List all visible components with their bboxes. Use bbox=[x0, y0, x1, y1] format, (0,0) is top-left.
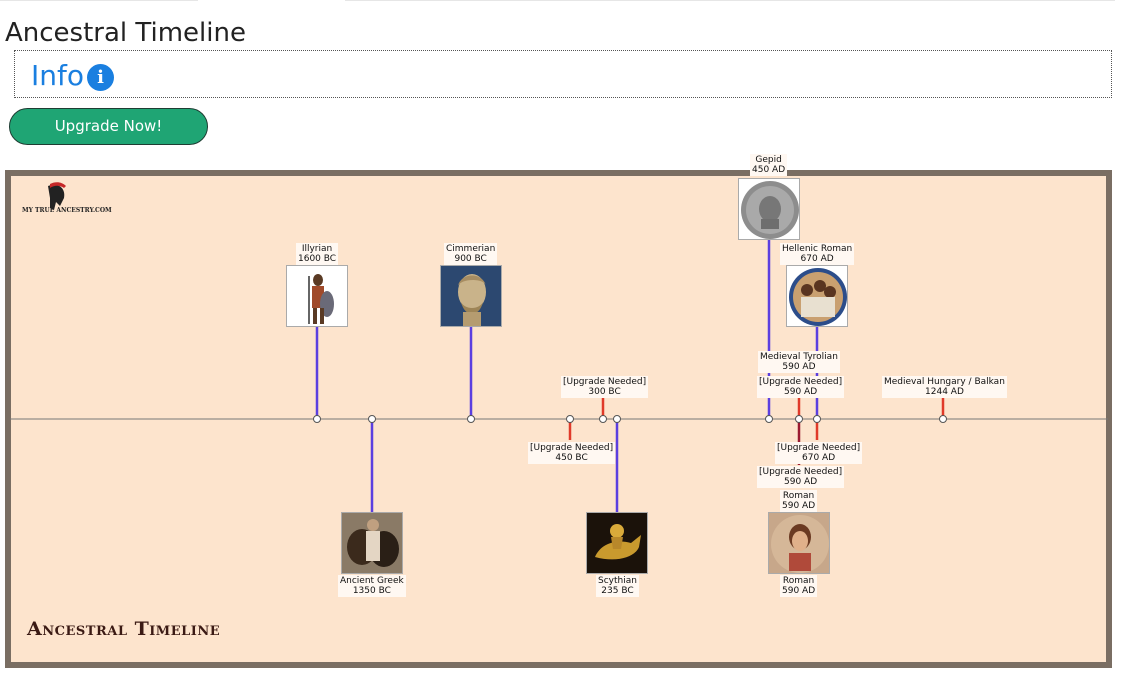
gepid-coin-image[interactable] bbox=[738, 178, 800, 240]
brand-footer: Ancestral Timeline bbox=[27, 618, 220, 640]
event-label-upgrade-590ad-above[interactable]: [Upgrade Needed]590 AD bbox=[757, 376, 844, 398]
node-670ad bbox=[814, 416, 821, 423]
cimmerian-image[interactable] bbox=[440, 265, 502, 327]
node-590ad bbox=[796, 416, 803, 423]
illyrian-image[interactable] bbox=[286, 265, 348, 327]
scythian-image[interactable] bbox=[586, 512, 648, 574]
ancient-greek-image[interactable] bbox=[341, 512, 403, 574]
event-label-upgrade-590ad-below[interactable]: [Upgrade Needed]590 AD bbox=[757, 466, 844, 488]
node-upgrade-300bc bbox=[600, 416, 607, 423]
event-label-upgrade-670ad[interactable]: [Upgrade Needed]670 AD bbox=[775, 442, 862, 464]
node-medieval-hungary bbox=[940, 416, 947, 423]
node-ancient-greek bbox=[369, 416, 376, 423]
node-upgrade-450bc bbox=[567, 416, 574, 423]
event-label-upgrade-300bc[interactable]: [Upgrade Needed]300 BC bbox=[561, 376, 648, 398]
event-label-upgrade-450bc[interactable]: [Upgrade Needed]450 BC bbox=[528, 442, 615, 464]
node-cimmerian bbox=[468, 416, 475, 423]
node-scythian bbox=[614, 416, 621, 423]
node-gepid bbox=[766, 416, 773, 423]
hellenic-roman-image[interactable] bbox=[786, 265, 848, 327]
node-illyrian bbox=[314, 416, 321, 423]
roman-fresco-image[interactable] bbox=[768, 512, 830, 574]
